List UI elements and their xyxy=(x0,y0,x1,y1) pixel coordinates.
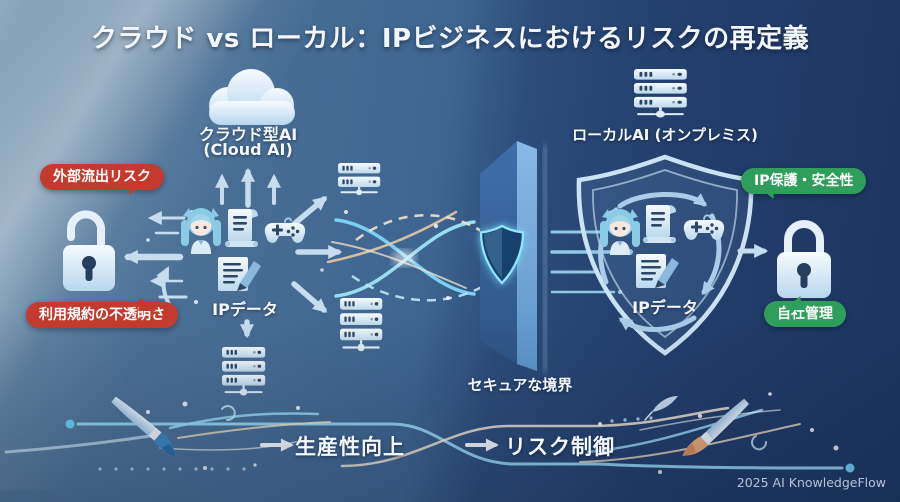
locked-padlock-icon xyxy=(777,220,831,298)
unlocked-padlock-icon xyxy=(63,210,115,291)
pen-document-icon-left xyxy=(218,257,261,291)
secure-boundary-label: セキュアな境界 xyxy=(467,376,573,394)
cloud-ai-label-en: (Cloud AI) xyxy=(203,140,293,159)
productivity-label: 生産性向上 xyxy=(295,435,405,459)
bottom-flow-lines xyxy=(65,406,855,473)
page-title: クラウド vs ローカル：IPビジネスにおけるリスクの再定義 xyxy=(90,24,810,54)
risk-badge-leak: 外部流出リスク xyxy=(40,164,164,190)
ip-data-label-right: IPデータ xyxy=(632,298,698,317)
benefit-badge-protection: IP保護・安全性 xyxy=(741,168,867,194)
server-stack-icon-top-left xyxy=(338,163,380,195)
anime-character-icon-left xyxy=(181,208,221,254)
cloud-cluster-arrows xyxy=(123,167,343,339)
credit-text: 2025 AI KnowledgeFlow xyxy=(736,475,886,490)
cloud-icon xyxy=(209,69,295,125)
wall-shield-icon xyxy=(479,224,525,285)
risk-badge-terms: 利用規約の不透明さ xyxy=(26,302,178,328)
server-stack-icon-bottom-left xyxy=(340,298,382,351)
ip-data-label-left: IPデータ xyxy=(212,300,278,319)
benefit-badge-inhouse: 自社管理 xyxy=(764,301,846,327)
server-stack-icon-local-ai xyxy=(634,69,687,118)
cloud-ai-label-jp: クラウド型AI xyxy=(198,125,298,144)
local-ai-label: ローカルAI (オンプレミス) xyxy=(572,126,758,144)
scroll-document-icon-left xyxy=(225,209,258,247)
server-stack-icon-below-cluster xyxy=(222,347,265,396)
paintbrush-icon-right xyxy=(680,396,751,464)
risk-control-label: リスク制御 xyxy=(505,435,615,459)
data-stream-cross xyxy=(320,210,497,306)
quill-icon xyxy=(652,396,678,412)
left-brush-streams xyxy=(4,401,331,470)
